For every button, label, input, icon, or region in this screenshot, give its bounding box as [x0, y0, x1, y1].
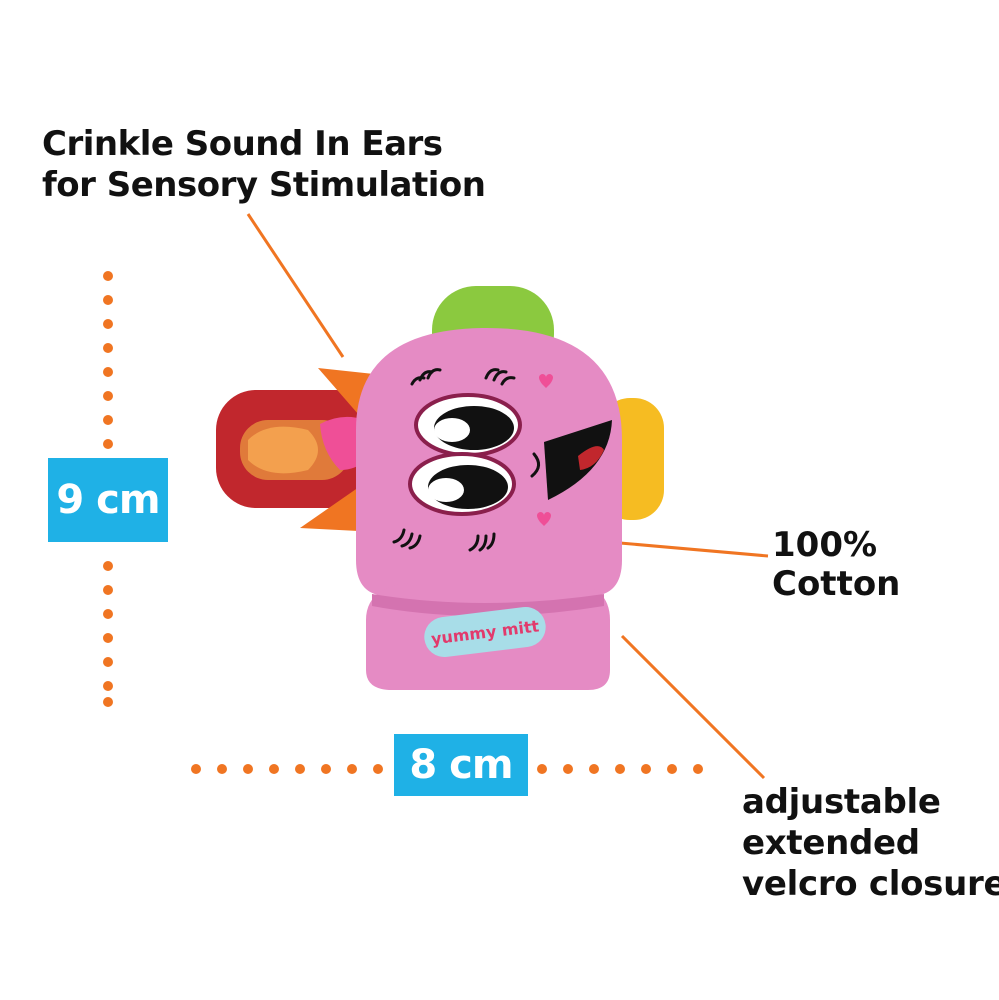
callout-velcro-line1: adjustable [742, 782, 941, 822]
mouth [544, 420, 612, 500]
velcro-leader-line [620, 634, 766, 780]
width-dimension-dots [191, 764, 703, 774]
height-dimension-badge: 9 cm [48, 458, 168, 542]
height-dimension-dots [103, 271, 113, 707]
callout-crinkle-sound: Crinkle Sound In Ears for Sensory Stimul… [42, 124, 486, 206]
callout-cotton-line1: 100% [772, 525, 878, 565]
eyelashes [392, 368, 516, 552]
brand-label-pill [424, 607, 546, 657]
upper-eye [414, 393, 522, 457]
callout-cotton: 100% Cotton [772, 525, 901, 605]
callout-cotton-line2: Cotton [772, 564, 901, 605]
callout-velcro: adjustable extended velcro closure [742, 782, 999, 904]
width-dimension-badge: 8 cm [394, 734, 528, 796]
callout-velcro-line3: velcro closure [742, 863, 999, 904]
callout-velcro-line2: extended [742, 822, 920, 863]
heart-icon [539, 374, 553, 388]
crinkle-leader-line [246, 213, 345, 358]
callout-crinkle-line1: Crinkle Sound In Ears [42, 124, 443, 164]
lower-eye [408, 452, 516, 516]
cotton-leader-line [619, 541, 769, 558]
callout-crinkle-line2: for Sensory Stimulation [42, 164, 486, 205]
heart-icon [537, 512, 551, 526]
